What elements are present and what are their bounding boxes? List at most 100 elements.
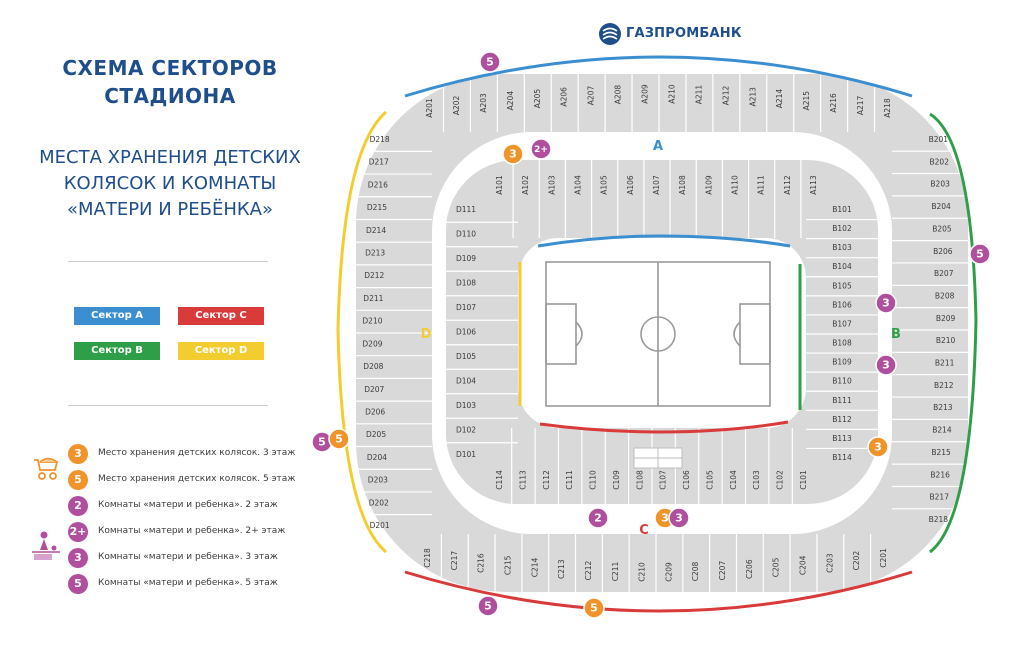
sector-label[interactable]: D204 [367,453,387,462]
sector-label[interactable]: D108 [456,279,476,288]
sector-label[interactable]: B208 [935,291,955,300]
sector-label[interactable]: A207 [587,86,596,106]
sector-label[interactable]: D211 [363,294,383,303]
sector-label[interactable]: D206 [365,407,385,416]
sector-label[interactable]: C210 [638,562,647,582]
sector-label[interactable]: D214 [366,226,386,235]
sector-label[interactable]: B201 [929,135,949,144]
sector-label[interactable]: C104 [729,470,738,490]
sector-label[interactable]: D104 [456,377,476,386]
sector-label[interactable]: A110 [731,175,740,195]
sector-label[interactable]: B218 [929,515,949,524]
sector-label[interactable]: C202 [852,551,861,571]
sector-label[interactable]: B203 [930,180,950,189]
sector-label[interactable]: C207 [718,561,727,581]
sector-label[interactable]: A201 [425,98,434,118]
sector-label[interactable]: A204 [506,91,515,111]
sector-label[interactable]: C209 [664,562,673,582]
sector-label[interactable]: C212 [584,561,593,581]
facility-badge[interactable]: 2 [587,507,609,529]
sector-label[interactable]: C216 [477,553,486,573]
sector-label[interactable]: B215 [931,448,951,457]
sector-label[interactable]: C105 [705,470,714,490]
facility-badge[interactable]: 2+ [530,138,552,160]
sector-label[interactable]: C208 [691,561,700,581]
sector-label[interactable]: A103 [547,175,556,195]
sector-label[interactable]: B110 [832,377,852,386]
sector-label[interactable]: B104 [832,262,852,271]
sector-label[interactable]: D201 [370,521,390,530]
sector-label[interactable]: B214 [932,426,952,435]
sector-label[interactable]: C107 [659,470,668,490]
sector-label[interactable]: C218 [423,548,432,568]
sector-label[interactable]: A203 [479,93,488,113]
sector-label[interactable]: B210 [936,336,956,345]
sector-label[interactable]: C215 [503,555,512,575]
facility-badge[interactable]: 3 [668,507,690,529]
sector-label[interactable]: D203 [368,476,388,485]
sector-label[interactable]: B209 [936,314,956,323]
sector-label[interactable]: B211 [935,359,955,368]
sector-label[interactable]: B102 [832,224,852,233]
legend-sector-d[interactable]: Сектор D [178,342,264,360]
sector-label[interactable]: A105 [600,175,609,195]
sector-label[interactable]: D202 [369,498,389,507]
sector-label[interactable]: B106 [832,300,852,309]
sector-label[interactable]: A211 [694,85,703,105]
sector-label[interactable]: B111 [832,396,852,405]
sector-label[interactable]: D107 [456,303,476,312]
sector-label[interactable]: B108 [832,339,852,348]
sector-label[interactable]: D109 [456,254,476,263]
sector-label[interactable]: D212 [364,271,384,280]
sector-label[interactable]: B105 [832,281,852,290]
sector-label[interactable]: B112 [832,415,852,424]
sector-label[interactable]: D103 [456,401,476,410]
sector-label[interactable]: C113 [518,470,527,490]
legend-sector-c[interactable]: Сектор С [178,307,264,325]
sector-label[interactable]: D215 [367,203,387,212]
sector-label[interactable]: D209 [362,339,382,348]
sector-label[interactable]: D218 [370,135,390,144]
sector-label[interactable]: D111 [456,205,476,214]
sector-label[interactable]: C103 [752,470,761,490]
sector-label[interactable]: A106 [626,175,635,195]
sector-label[interactable]: D205 [366,430,386,439]
sector-label[interactable]: D102 [456,426,476,435]
sector-label[interactable]: D213 [365,249,385,258]
sector-label[interactable]: C211 [611,561,620,581]
sector-label[interactable]: A205 [533,89,542,109]
sector-label[interactable]: A102 [521,175,530,195]
sector-label[interactable]: C102 [776,470,785,490]
sector-label[interactable]: B204 [931,202,951,211]
sector-label[interactable]: A212 [721,86,730,106]
sector-label[interactable]: D208 [363,362,383,371]
sector-label[interactable]: A206 [560,87,569,107]
sector-label[interactable]: A107 [652,175,661,195]
sector-label[interactable]: B212 [934,381,954,390]
sector-label[interactable]: A101 [495,175,504,195]
facility-badge[interactable]: 5 [328,428,350,450]
sector-label[interactable]: C204 [799,555,808,575]
sector-label[interactable]: B213 [933,403,953,412]
sector-label[interactable]: A112 [783,175,792,195]
sector-label[interactable]: C112 [542,470,551,490]
sector-label[interactable]: B114 [832,453,852,462]
sector-label[interactable]: B101 [832,205,852,214]
sector-label[interactable]: A210 [667,84,676,104]
facility-badge[interactable]: 3 [867,436,889,458]
sector-label[interactable]: C205 [772,557,781,577]
sector-label[interactable]: C109 [612,470,621,490]
sector-label[interactable]: C217 [450,551,459,571]
sector-label[interactable]: B202 [930,157,950,166]
sector-label[interactable]: A216 [829,93,838,113]
sector-label[interactable]: C111 [565,470,574,490]
legend-sector-a[interactable]: Сектор А [74,307,160,325]
sector-label[interactable]: A218 [883,98,892,118]
sector-label[interactable]: B206 [933,247,953,256]
sector-label[interactable]: C214 [530,557,539,577]
sector-label[interactable]: C108 [635,470,644,490]
sector-label[interactable]: B205 [932,224,952,233]
facility-badge[interactable]: 5 [583,597,605,619]
sector-label[interactable]: B113 [832,434,852,443]
sector-label[interactable]: C110 [589,470,598,490]
